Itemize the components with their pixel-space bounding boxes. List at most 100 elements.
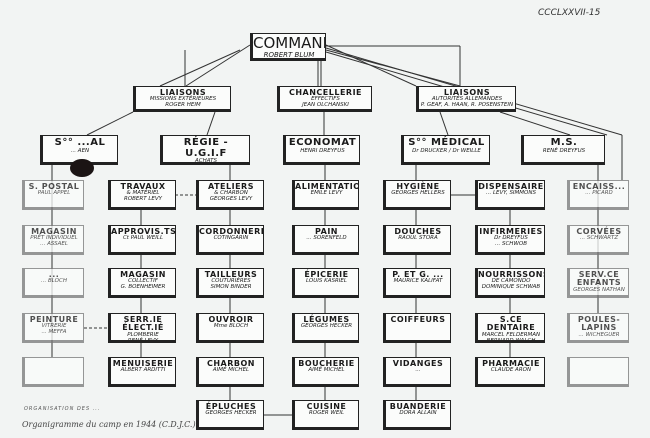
level3-box: RÉGIE - U.G.I.FACHATSROGER ULLMO xyxy=(160,135,250,165)
commandement-box: COMMANDEMENTROBERT BLUM xyxy=(250,33,326,61)
department-box: CORVÉES... SCHWARTZ xyxy=(567,225,629,255)
department-box: COIFFEURS xyxy=(383,313,451,343)
box-name: Ct PAUL WEILL xyxy=(122,235,164,242)
box-name: AIMÉ MICHEL xyxy=(212,367,250,374)
department-box: DISPENSAIRE... LEVY, SIMMONS xyxy=(475,180,545,210)
connector-line xyxy=(86,111,134,136)
box-title: PEINTURE xyxy=(29,315,79,324)
box-name: ROBERT BLUM xyxy=(263,50,315,59)
connector-line xyxy=(206,111,216,136)
box-name: DORA ALLAIN xyxy=(399,410,437,417)
box-name: ... AEN xyxy=(70,147,90,154)
box-name: RENÉ LEVY xyxy=(127,337,159,343)
box-title: OUVROIR xyxy=(208,315,254,324)
box-title: TAILLEURS xyxy=(204,270,258,279)
archive-reference: CCCLXXVII-15 xyxy=(538,8,601,18)
box-name: ... PICARD xyxy=(585,190,613,197)
box-name: PAUL APPEL xyxy=(37,190,71,197)
box-name: P. GEAF, A. HAAN, R. POSENSTEIN xyxy=(420,102,514,109)
box-name: DOMINIQUE SCHWAB xyxy=(481,284,541,291)
box-title: COMMANDEMENT xyxy=(253,34,325,52)
department-box: PAIN... SORENFELD xyxy=(292,225,359,255)
box-name: Mme BLOCH xyxy=(213,323,249,330)
box-title: HYGIÈNE xyxy=(396,182,440,191)
box-title: ... xyxy=(48,270,60,279)
box-title: DOUCHES xyxy=(394,227,442,236)
box-title: P. ET G. ... xyxy=(392,270,444,279)
box-title: APPROVIS.TS xyxy=(111,227,176,236)
box-sub: MARCEL FELDERMAN xyxy=(481,331,541,338)
box-name: GEORGES LEVY xyxy=(209,196,253,203)
department-box: P. ET G. ...MAURICE KALIFAT xyxy=(383,268,451,298)
box-name: ROBERT LEVY xyxy=(124,196,162,203)
connector-line xyxy=(159,49,241,87)
box-name: ... LEVY, SIMMONS xyxy=(486,190,536,197)
box-title: LIAISONS xyxy=(443,88,491,97)
box-sub: EFFECTIFS xyxy=(311,96,340,103)
level3-box: M.S.RENÉ DREYFUS xyxy=(521,135,605,165)
box-title: NOURRISSONS xyxy=(478,270,545,279)
connector-line xyxy=(499,111,571,136)
box-name: EMILE LEVY xyxy=(310,190,343,197)
box-name: AIMÉ MICHEL xyxy=(308,367,345,374)
box-name: BERNARD WALCH xyxy=(486,337,536,343)
box-title: S°° MÉDICAL xyxy=(408,137,485,148)
box-title: INFIRMERIES xyxy=(479,227,543,236)
connector-line xyxy=(185,44,251,87)
box-name: ... SCHWOB xyxy=(494,241,527,248)
chart-subcaption: ORGANISATION DES ... xyxy=(24,406,101,412)
box-title: ÉPICERIE xyxy=(304,270,349,279)
box-title: SERV.CE ENFANTS xyxy=(576,270,622,288)
box-title: ATELIERS xyxy=(208,182,254,191)
box-sub: & MATÉRIEL xyxy=(126,190,160,197)
box-title: MAGASIN xyxy=(31,227,77,236)
box-name: ... MEFFA xyxy=(41,329,67,336)
box-sub: AUTORITÉS ALLEMANDES xyxy=(431,96,503,103)
box-title: BOUCHERIE xyxy=(298,359,355,368)
box-title: CORDONNERIE xyxy=(199,227,264,236)
box-name: G. BOENHEIMER xyxy=(120,284,166,291)
box-sub: PLOMBERIE xyxy=(127,331,159,338)
department-box: ...... BLOCH xyxy=(22,268,84,298)
box-title: COIFFEURS xyxy=(390,315,446,324)
figure-caption: Organigramme du camp en 1944 (C.D.J.C.) xyxy=(22,420,196,429)
box-name: CLAUDE ARON xyxy=(490,367,532,374)
box-title: POULES-LAPINS xyxy=(577,315,621,333)
box-title: BUANDERIE xyxy=(389,402,447,411)
box-name: HENRI DREYFUS xyxy=(300,147,345,154)
box-title: PHARMACIE xyxy=(482,359,540,368)
box-name: RAOUL STORA xyxy=(398,235,438,242)
box-name: JEAN OLCHANSKI xyxy=(302,102,349,109)
box-title: SERR.IE ÉLECT.IÉ xyxy=(122,315,164,333)
box-name: ... xyxy=(415,367,421,374)
box-name: GEORGES HECKER xyxy=(300,323,353,330)
connector-line xyxy=(439,111,449,136)
box-title: ÉPLUCHES xyxy=(205,402,257,411)
box-name: ... ASSAEL xyxy=(40,241,68,248)
box-title: MAGASIN xyxy=(120,270,166,279)
box-title: CHANCELLERIE xyxy=(288,88,363,97)
box-title: MENUISERIE xyxy=(112,359,174,368)
